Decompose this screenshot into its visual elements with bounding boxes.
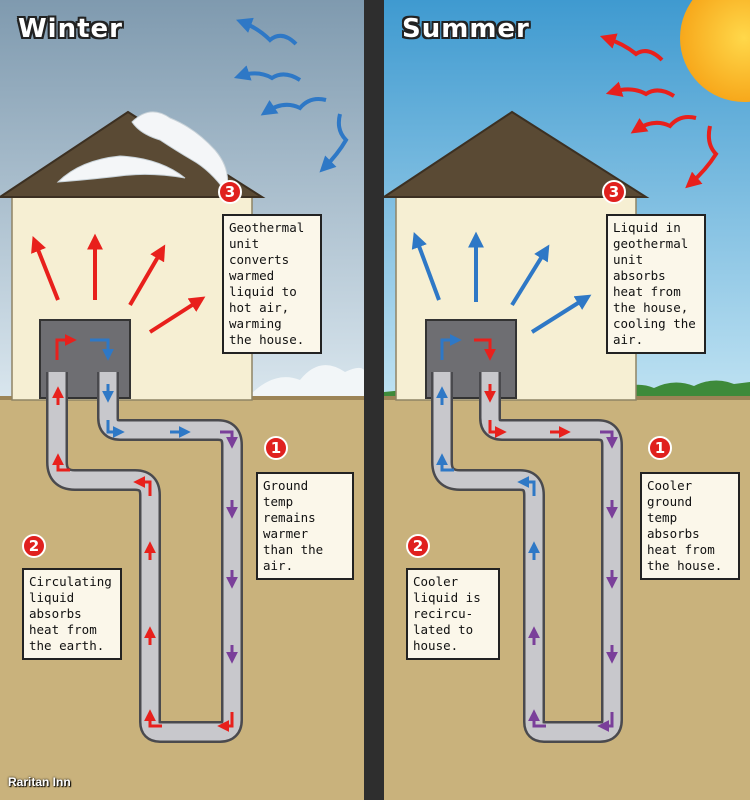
ground-loop-pipe — [433, 372, 621, 741]
flow-arrow-icon — [106, 420, 125, 438]
flow-arrow-icon — [52, 453, 70, 472]
season-title-winter: Winter — [18, 14, 123, 44]
wind-arrow-icon — [605, 81, 676, 98]
step-badge-1: 1 — [648, 436, 672, 460]
heat-arrows — [31, 233, 206, 334]
season-title-summer: Summer — [402, 14, 530, 44]
wind-arrow-icon — [233, 65, 302, 82]
snow-drift-icon — [250, 365, 364, 400]
step-badge-1: 1 — [264, 436, 288, 460]
step-badge-2: 2 — [406, 534, 430, 558]
ground-loop-pipe — [48, 372, 241, 741]
summer-illustration — [384, 0, 750, 800]
flow-arrow-icon — [528, 709, 546, 728]
flow-arrow-icon — [220, 430, 238, 449]
roof-snow-icon — [56, 155, 186, 183]
wind-arrow-icon — [236, 17, 298, 46]
wind-arrow-icon — [599, 33, 664, 62]
grass — [614, 380, 750, 400]
wind-arrow-icon — [685, 125, 719, 189]
hot-wind-arrows — [599, 33, 719, 189]
flow-arrow-icon — [436, 453, 454, 472]
heat-arrow-icon — [148, 296, 206, 334]
image-credit: Raritan Inn — [8, 775, 71, 789]
flow-arrow-icon — [488, 420, 507, 438]
flow-arrow-icon — [517, 476, 536, 496]
step-badge-2: 2 — [22, 534, 46, 558]
heat-arrow-icon — [128, 244, 166, 307]
step-badge-3: 3 — [218, 180, 242, 204]
flow-arrow-icon — [440, 334, 462, 360]
flow-arrow-icon — [600, 430, 618, 449]
flow-arrow-icon — [144, 709, 162, 728]
winter-illustration — [0, 0, 364, 800]
house-roof — [384, 110, 650, 198]
flow-arrow-icon — [133, 476, 152, 496]
flow-arrow-icon — [474, 338, 496, 361]
wind-arrows — [233, 17, 349, 173]
flow-arrow-icon — [597, 712, 614, 732]
flow-arrow-icon — [217, 712, 234, 732]
wind-arrow-icon — [260, 97, 327, 116]
heat-arrow-icon — [31, 236, 60, 301]
wind-arrow-icon — [319, 113, 349, 173]
flow-arrow-icon — [90, 338, 114, 361]
cool-arrows — [411, 231, 592, 334]
cool-arrow-icon — [411, 231, 441, 301]
step-badge-3: 3 — [602, 180, 626, 204]
flow-arrow-icon — [55, 334, 77, 360]
sun-icon — [680, 0, 750, 102]
cool-arrow-icon — [510, 244, 550, 307]
cool-arrow-icon — [530, 294, 592, 334]
wind-arrow-icon — [630, 115, 697, 134]
